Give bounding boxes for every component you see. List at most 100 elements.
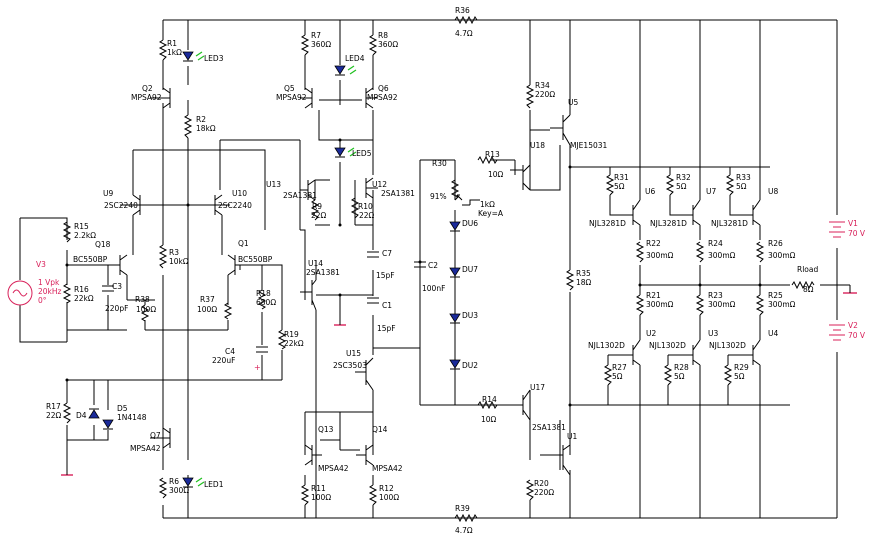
- label-u18: U18: [530, 141, 545, 150]
- resistor-r33: [725, 174, 735, 196]
- label-q1: Q1: [238, 239, 249, 248]
- value-r18: 680Ω: [256, 298, 276, 307]
- resistor-r15: [62, 221, 72, 243]
- label-r20: R20: [534, 479, 549, 488]
- label-r29: R29: [734, 363, 749, 372]
- resistor-r13: [477, 155, 498, 165]
- value-u2: NJL1302D: [588, 341, 625, 350]
- capacitor-c3: [102, 285, 114, 292]
- label-r22: R22: [646, 239, 661, 248]
- transistor-q18: [108, 254, 128, 276]
- value-r12: 100Ω: [379, 493, 399, 502]
- transistor-u2: [625, 339, 641, 366]
- diode-d4: [88, 408, 100, 419]
- resistor-r24: [695, 241, 705, 263]
- value-r2: 18kΩ: [196, 124, 216, 133]
- value-v3: 1 Vpk: [38, 278, 60, 287]
- label-q5: Q5: [284, 84, 295, 93]
- resistor-r10: [350, 197, 360, 219]
- transistor-u17: [505, 389, 531, 421]
- label-u1: U1: [567, 432, 577, 441]
- label-u3: U3: [708, 329, 718, 338]
- value-u12: 2SA1381: [381, 189, 415, 198]
- resistor-r36: [454, 15, 478, 25]
- label-r36: R36: [455, 6, 470, 15]
- resistor-r25: [755, 294, 765, 316]
- label-q7: Q7: [150, 431, 161, 440]
- label-du2: DU2: [462, 361, 478, 370]
- value-r35: 18Ω: [576, 278, 592, 287]
- label-r38: R38: [135, 295, 150, 304]
- label-r28: R28: [674, 363, 689, 372]
- resistor-r39: [454, 513, 478, 523]
- value-r28: 5Ω: [674, 372, 685, 381]
- diode-du6: [449, 221, 461, 232]
- junctions: [65, 138, 762, 407]
- label-r19: R19: [284, 330, 299, 339]
- label-du3: DU3: [462, 311, 478, 320]
- capacitor-c1: [367, 297, 379, 304]
- label-r23: R23: [708, 291, 723, 300]
- diode-du7: [449, 267, 461, 278]
- transistor-u15: [355, 357, 374, 391]
- value-c1: 15pF: [377, 324, 396, 333]
- resistor-r16: [62, 283, 72, 304]
- value-u3: NJL1302D: [649, 341, 686, 350]
- resistor-r32: [665, 174, 675, 196]
- resistor-r35: [565, 269, 575, 291]
- diode-du2: [449, 359, 461, 370]
- resistor-r1: [158, 39, 168, 61]
- resistor-r29: [723, 364, 733, 386]
- resistor-r27: [603, 364, 613, 386]
- label-u5: U5: [568, 98, 578, 107]
- resistor-rload: [791, 280, 815, 290]
- label-q14: Q14: [372, 425, 388, 434]
- label-q2: Q2: [142, 84, 153, 93]
- transistor-q5: [300, 87, 313, 109]
- led-1: [182, 477, 205, 488]
- label-r33: R33: [736, 173, 751, 182]
- label-u13: U13: [266, 180, 281, 189]
- value-r13: 10Ω: [488, 170, 504, 179]
- label-r17: R17: [46, 402, 61, 411]
- value-r14: 10Ω: [481, 415, 497, 424]
- transistor-u8: [745, 199, 761, 226]
- transistor-u14: [300, 279, 317, 311]
- label-r27: R27: [612, 363, 627, 372]
- capacitor-c7: [367, 251, 379, 258]
- label-r12: R12: [379, 484, 394, 493]
- value-r23: 300mΩ: [708, 300, 736, 309]
- value-r9: 22Ω: [311, 211, 327, 220]
- transistor-u4: [745, 339, 761, 366]
- value-q1: BC550BP: [238, 255, 273, 264]
- resistor-r3: [158, 244, 168, 269]
- value-u10: 2SC2240: [218, 201, 252, 210]
- value-r32: 5Ω: [676, 182, 687, 191]
- value-c3: 220pF: [105, 304, 128, 313]
- value-u4: NJL1302D: [709, 341, 746, 350]
- resistor-r11: [300, 484, 310, 506]
- diode-d5: [102, 419, 114, 430]
- value-q2: MPSA92: [131, 93, 162, 102]
- label-c7: C7: [382, 249, 392, 258]
- value-r31: 5Ω: [614, 182, 625, 191]
- value-rload: 8Ω: [803, 285, 814, 294]
- resistor-r9: [310, 199, 320, 221]
- sources: [7, 221, 857, 476]
- label-led1: LED1: [204, 480, 224, 489]
- label-r6: R6: [169, 477, 179, 486]
- resistor-r12: [368, 484, 378, 506]
- label-r34: R34: [535, 81, 550, 90]
- label-r21: R21: [646, 291, 661, 300]
- value-r6: 300Ω: [169, 486, 189, 495]
- resistor-r23: [695, 294, 705, 316]
- value-r17: 22Ω: [46, 411, 62, 420]
- resistor-r38: [140, 304, 150, 322]
- led-5: [334, 147, 357, 158]
- label-u8: U8: [768, 187, 778, 196]
- transistor-q14: [356, 444, 374, 466]
- transistor-u10: [214, 194, 230, 216]
- value-c2: 100nF: [422, 284, 445, 293]
- resistor-r22: [635, 241, 645, 263]
- value-r25: 300mΩ: [768, 300, 796, 309]
